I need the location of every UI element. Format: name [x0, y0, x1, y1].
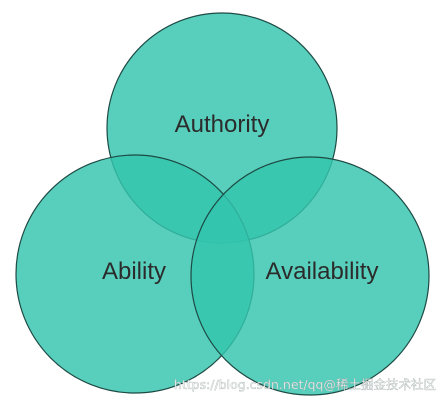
- label-authority: Authority: [175, 111, 270, 138]
- label-availability: Availability: [266, 258, 379, 285]
- label-ability: Ability: [102, 258, 166, 285]
- venn-circles: [15, 12, 430, 396]
- watermark-text: https://blog.csdn.net/qq@稀土掘金技术社区: [174, 377, 436, 392]
- circle-availability: [190, 156, 430, 396]
